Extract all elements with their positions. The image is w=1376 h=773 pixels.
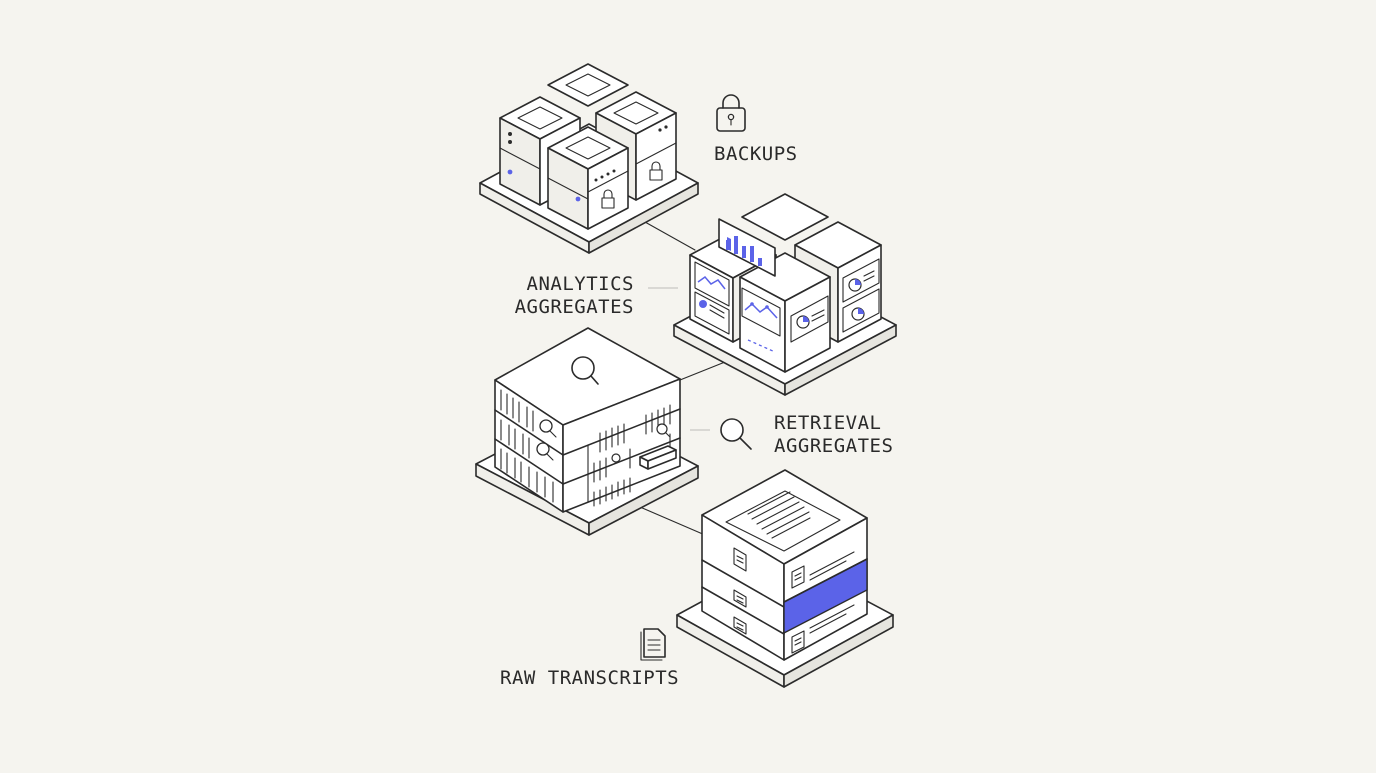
retrieval-label-line2: AGGREGATES [774,435,893,457]
analytics-aggregates-stack [673,193,897,396]
analytics-label-line2: AGGREGATES [515,296,634,318]
raw-transcripts-stack [676,469,894,688]
document-icon [640,628,666,661]
lock-icon [716,94,746,132]
analytics-label-line1: ANALYTICS [527,273,634,295]
raw-transcripts-label: RAW TRANSCRIPTS [500,667,679,689]
backups-label: BACKUPS [714,143,798,165]
magnifier-icon [720,418,752,450]
retrieval-aggregates-stack [475,327,699,536]
retrieval-label-line1: RETRIEVAL [774,412,881,434]
backups-server-stack [479,63,699,254]
